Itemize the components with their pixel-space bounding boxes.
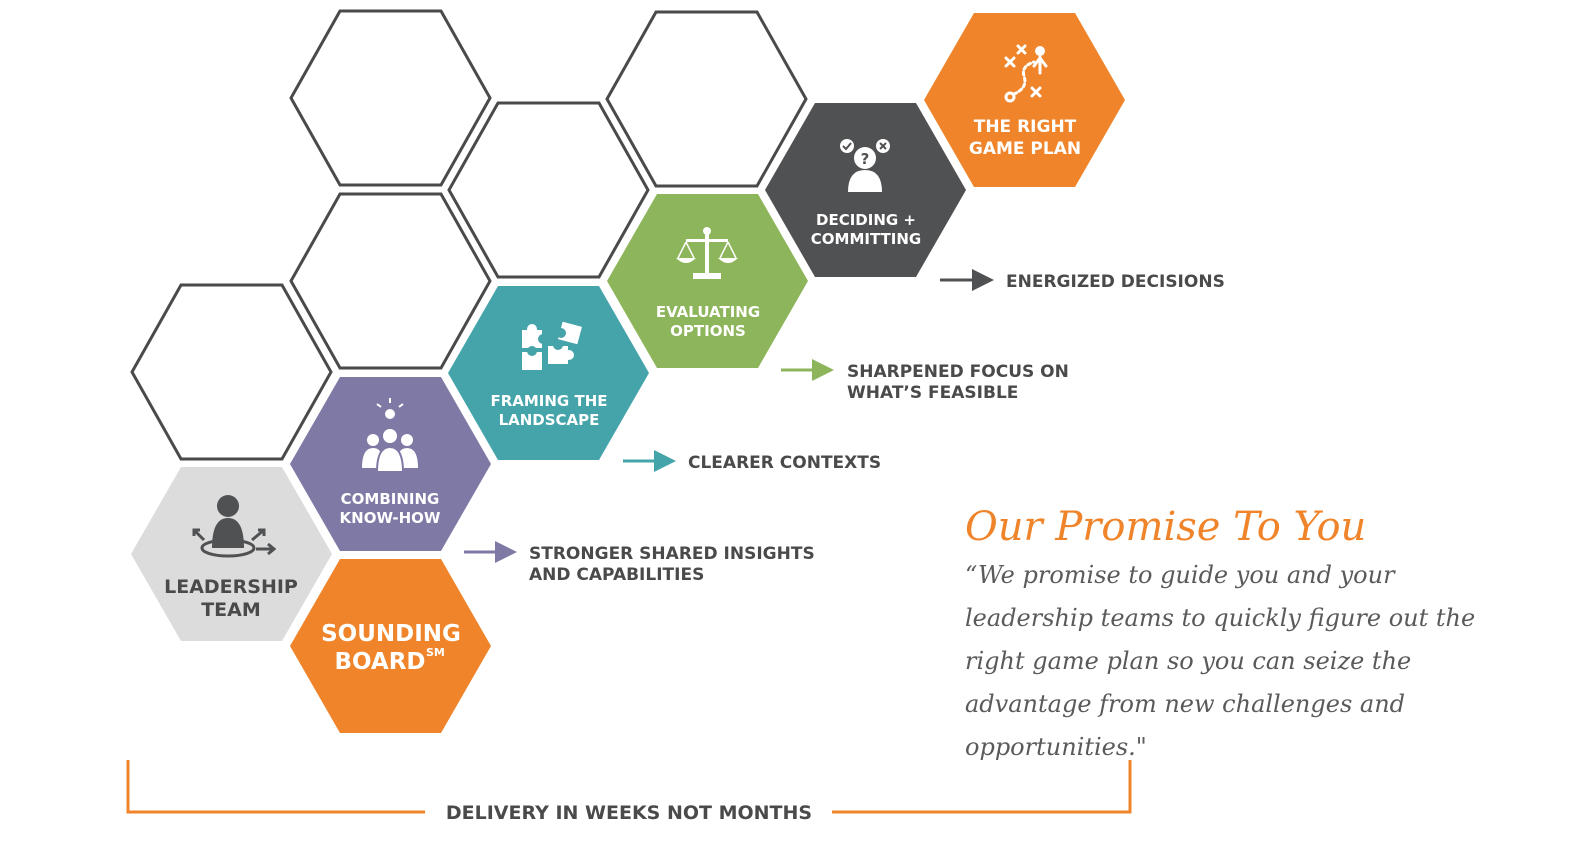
person-arrows-icon: [192, 495, 277, 558]
hex-sounding-board: SOUNDING BOARD SM: [290, 559, 491, 733]
hex-combining-know-how: COMBINING KNOW-HOW: [290, 377, 491, 551]
empty-hexagon: [289, 192, 492, 370]
hex-label: KNOW-HOW: [340, 509, 441, 527]
delivery-bracket: DELIVERY IN WEEKS NOT MONTHS: [126, 760, 1132, 824]
outcome-label: WHAT’S FEASIBLE: [847, 383, 1018, 403]
empty-hexagon: [289, 9, 492, 187]
promise-text: “We promise to guide you and your leader…: [965, 561, 1476, 761]
outcome-label: ENERGIZED DECISIONS: [1006, 272, 1225, 292]
arrow-icon: [781, 359, 834, 381]
outcome-label: AND CAPABILITIES: [529, 565, 704, 585]
hex-label: BOARD: [334, 649, 425, 675]
hex-deciding-committing: ? DECIDING + COMMITTING: [765, 103, 966, 277]
arrow-icon: [464, 541, 517, 563]
promise-block: Our Promise To You “We promise to guide …: [965, 500, 1525, 769]
hex-label: LANDSCAPE: [499, 411, 600, 429]
hex-label: LEADERSHIP: [164, 576, 298, 598]
arrow-icon: [940, 269, 994, 291]
outcome-sharpened-focus: SHARPENED FOCUS ON WHAT’S FEASIBLE: [781, 359, 1069, 403]
person-question-icon: ?: [840, 139, 890, 192]
empty-hexagon: [605, 10, 808, 188]
puzzle-icon: [522, 321, 582, 370]
hex-right-game-plan: THE RIGHT GAME PLAN: [924, 13, 1125, 187]
hex-label: THE RIGHT: [974, 117, 1077, 137]
play-diagram-icon: [1004, 44, 1048, 103]
svg-text:?: ?: [861, 150, 870, 168]
outcome-label: SHARPENED FOCUS ON: [847, 362, 1069, 382]
hex-label: FRAMING THE: [490, 392, 607, 410]
group-idea-icon: [362, 398, 418, 473]
scales-icon: [676, 227, 738, 279]
hex-framing-the-landscape: FRAMING THE LANDSCAPE: [448, 286, 649, 460]
outcome-energized-decisions: ENERGIZED DECISIONS: [940, 269, 1225, 292]
hex-label: COMMITTING: [811, 230, 921, 248]
outcome-label: CLEARER CONTEXTS: [688, 453, 881, 473]
hex-label: OPTIONS: [670, 322, 746, 340]
hex-label: DECIDING +: [816, 211, 916, 229]
empty-hexagon: [447, 101, 650, 279]
hex-label: GAME PLAN: [969, 139, 1081, 159]
outcome-label: STRONGER SHARED INSIGHTS: [529, 544, 815, 564]
promise-title: Our Promise To You: [965, 504, 1367, 550]
service-mark: SM: [426, 646, 445, 659]
empty-hexagon: [130, 283, 333, 461]
arrow-icon: [623, 450, 676, 472]
hex-label: EVALUATING: [656, 303, 760, 321]
hex-leadership-team: LEADERSHIP TEAM: [131, 467, 332, 641]
hex-label: SOUNDING: [321, 621, 461, 647]
hex-evaluating-options: EVALUATING OPTIONS: [607, 194, 808, 368]
delivery-label: DELIVERY IN WEEKS NOT MONTHS: [446, 802, 812, 824]
hex-label: COMBINING: [341, 490, 440, 508]
outcome-stronger-insights: STRONGER SHARED INSIGHTS AND CAPABILITIE…: [464, 541, 815, 585]
hex-label: TEAM: [201, 599, 261, 621]
outcome-clearer-contexts: CLEARER CONTEXTS: [623, 450, 881, 473]
